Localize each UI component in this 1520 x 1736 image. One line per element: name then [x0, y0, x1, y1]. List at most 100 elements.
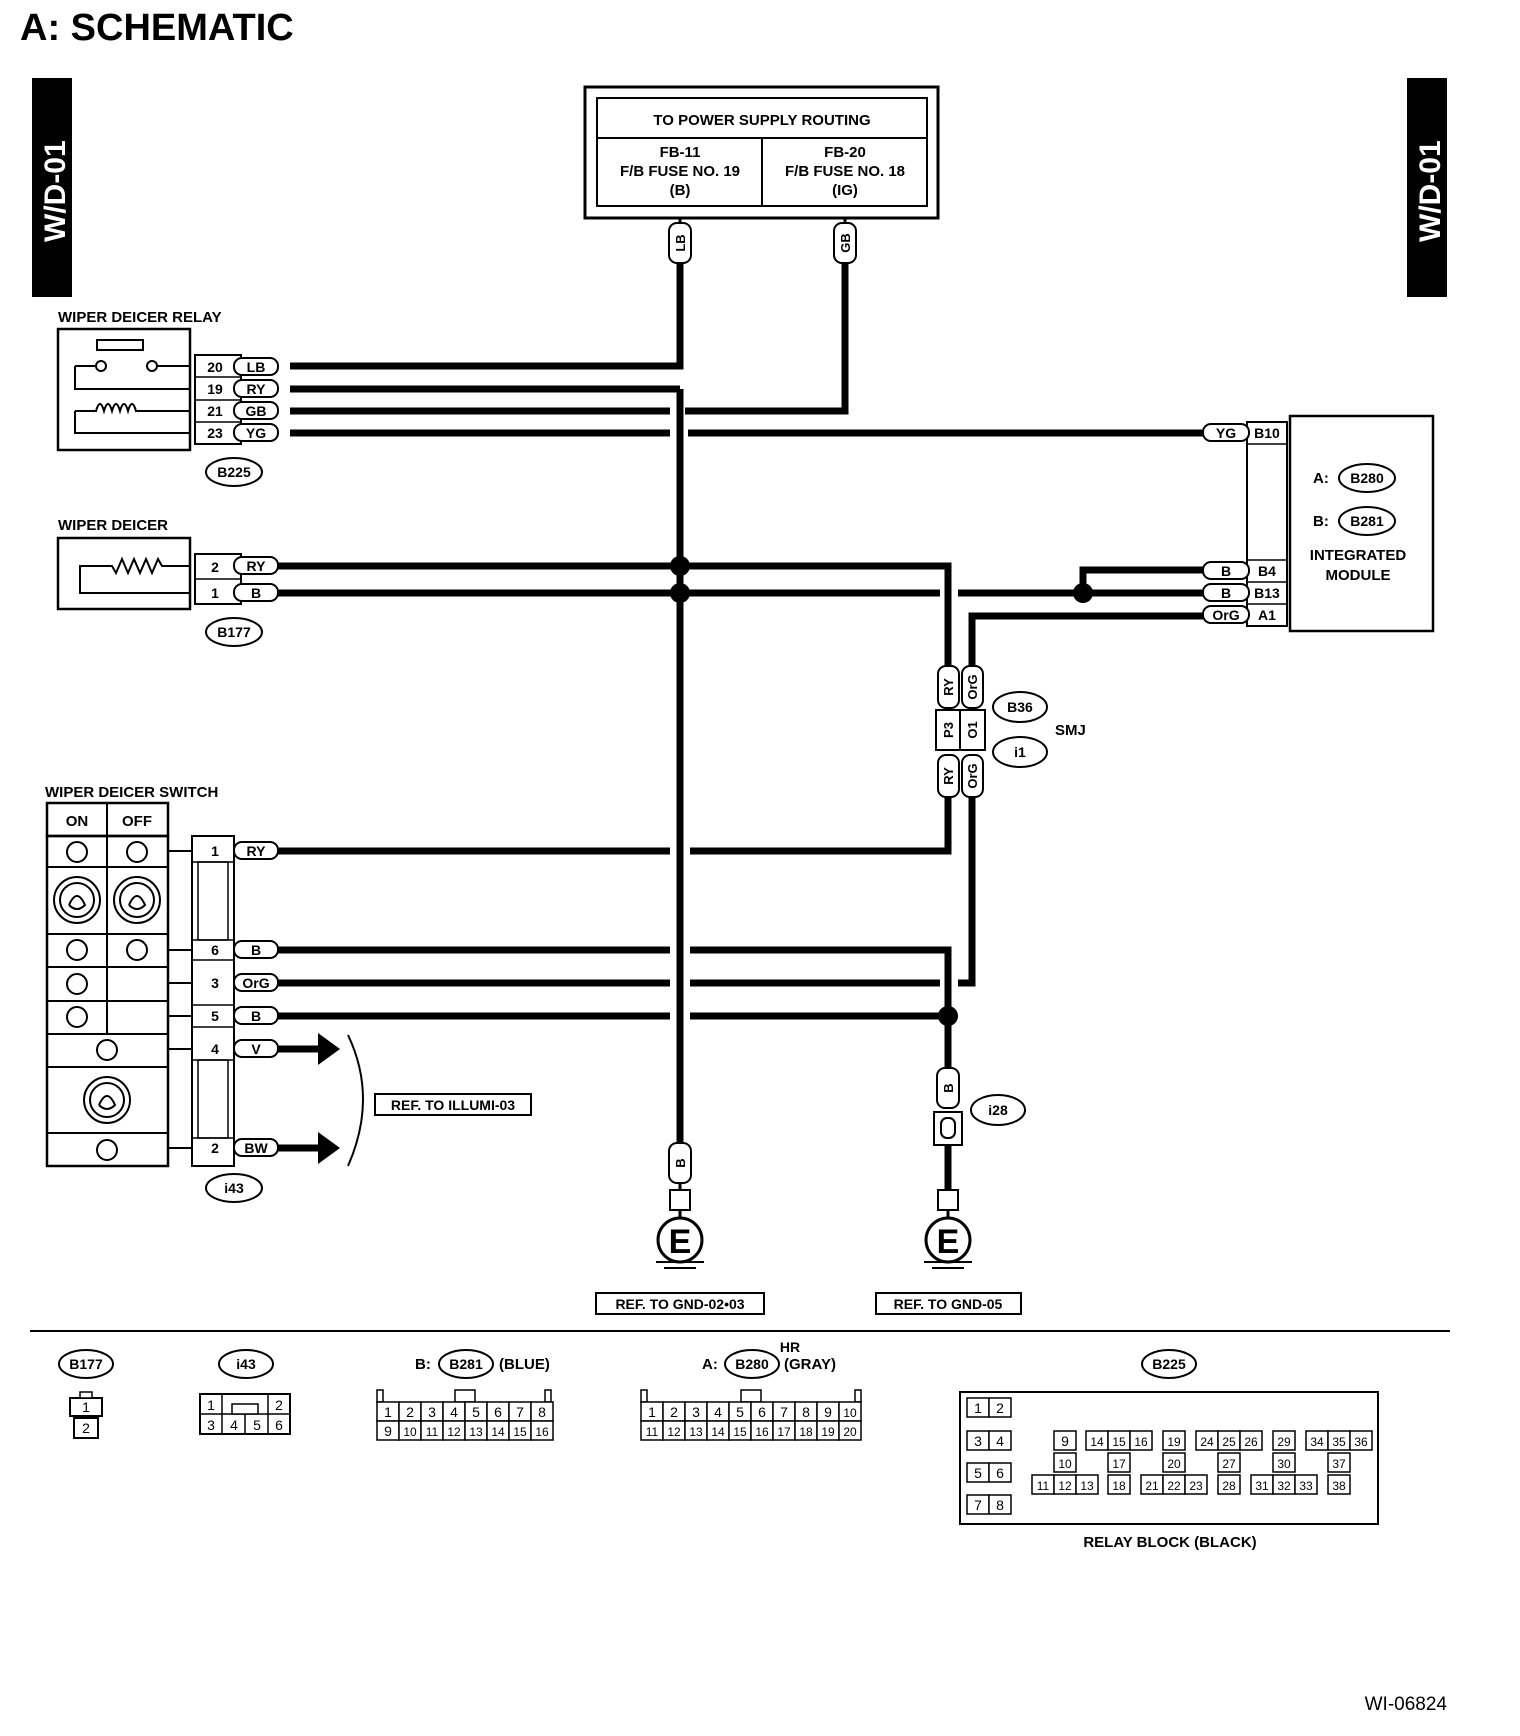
- pin-number: 37: [1332, 1457, 1346, 1471]
- svg-text:A:: A:: [702, 1356, 718, 1373]
- pin-number: 6: [996, 1465, 1004, 1481]
- pin-cell: [1053, 1452, 1077, 1473]
- pin-number: 19: [1167, 1435, 1181, 1449]
- pin-number: 10: [843, 1406, 857, 1420]
- pin-number: 12: [1058, 1479, 1072, 1493]
- wire-tag: YG: [246, 425, 266, 441]
- svg-text:RY: RY: [941, 678, 956, 696]
- smj-label: SMJ: [1055, 722, 1086, 739]
- pin-number: 17: [777, 1425, 791, 1439]
- pin-cell: [838, 1420, 862, 1441]
- svg-text:4: 4: [211, 1041, 219, 1057]
- pin-number: 5: [472, 1404, 480, 1420]
- power-supply-box: TO POWER SUPPLY ROUTING FB-11 F/B FUSE N…: [583, 85, 940, 220]
- junction-dots: [670, 556, 1093, 1026]
- wiper-deicer: WIPER DEICER 2 1 RY B B177: [56, 517, 279, 647]
- ground-ref-label: REF. TO GND-05: [894, 1296, 1003, 1312]
- connector-label: [205, 1173, 263, 1203]
- svg-text:(IG): (IG): [832, 182, 858, 199]
- wire-tag: GB: [838, 233, 853, 253]
- pin-number: 14: [1090, 1435, 1104, 1449]
- pin-number: 7: [516, 1404, 524, 1420]
- integrated-module: B10 B4 B13 A1 YG B B OrG A: B280 B: B281…: [1202, 414, 1435, 633]
- illumi-ref-label: REF. TO ILLUMI-03: [391, 1097, 515, 1113]
- illumi-ref-box: [374, 1093, 532, 1116]
- svg-text:6: 6: [275, 1417, 283, 1433]
- pin-number: 15: [733, 1425, 747, 1439]
- pin-cell: [1217, 1452, 1241, 1473]
- svg-text:B10: B10: [1254, 425, 1280, 441]
- pin-number: 36: [1354, 1435, 1368, 1449]
- svg-text:3: 3: [207, 1417, 215, 1433]
- svg-text:2: 2: [275, 1397, 283, 1413]
- wire-tag: B: [251, 1008, 261, 1024]
- pin-number: 5: [974, 1465, 982, 1481]
- pin-cell: [1272, 1430, 1296, 1451]
- svg-text:B4: B4: [1258, 563, 1276, 579]
- svg-text:E: E: [937, 1223, 960, 1261]
- wire-tag: B: [251, 942, 261, 958]
- pin-number: 16: [755, 1425, 769, 1439]
- wires: [268, 260, 1203, 1152]
- svg-text:3: 3: [211, 975, 219, 991]
- svg-text:F/B FUSE NO. 19: F/B FUSE NO. 19: [620, 163, 740, 180]
- svg-text:B: B: [673, 1158, 688, 1167]
- pin-cell: [1107, 1452, 1131, 1473]
- svg-text:1: 1: [211, 585, 219, 601]
- junction-dot: [1073, 583, 1093, 603]
- switch-title: WIPER DEICER SWITCH: [45, 784, 218, 801]
- pin-number: 4: [714, 1404, 722, 1420]
- wire-tag: OrG: [242, 975, 269, 991]
- pin-number: 2: [670, 1404, 678, 1420]
- pin-number: 18: [1112, 1479, 1126, 1493]
- pin-number: 32: [1277, 1479, 1291, 1493]
- svg-text:B280: B280: [735, 1356, 769, 1372]
- pin-number: 3: [974, 1433, 982, 1449]
- pin-cell: [1272, 1452, 1296, 1473]
- page-title: A: SCHEMATIC: [20, 7, 294, 49]
- pin-cell: [988, 1430, 1012, 1451]
- pin-number: 23: [1189, 1479, 1203, 1493]
- pin-number: 17: [1112, 1457, 1126, 1471]
- svg-text:23: 23: [207, 425, 223, 441]
- svg-text:F/B FUSE NO. 18: F/B FUSE NO. 18: [785, 163, 905, 180]
- svg-text:B:: B:: [415, 1356, 431, 1373]
- pin-number: 35: [1332, 1435, 1346, 1449]
- svg-text:2: 2: [82, 1420, 90, 1436]
- illumi-arrows: [318, 1033, 340, 1164]
- svg-text:W/D-01: W/D-01: [39, 140, 72, 242]
- svg-text:1: 1: [82, 1399, 90, 1415]
- pin-number: 38: [1332, 1479, 1346, 1493]
- wire-tag: B: [1221, 585, 1231, 601]
- pin-number: 14: [491, 1425, 505, 1439]
- wire-tag: RY: [247, 558, 267, 574]
- svg-text:OrG: OrG: [965, 674, 980, 699]
- svg-text:E: E: [669, 1223, 692, 1261]
- pin-number: 9: [1061, 1433, 1069, 1449]
- pin-number: 20: [843, 1425, 857, 1439]
- pin-number: 6: [758, 1404, 766, 1420]
- pin-number: 29: [1277, 1435, 1291, 1449]
- pin-number: 2: [406, 1404, 414, 1420]
- pin-number: 22: [1167, 1479, 1181, 1493]
- svg-text:FB-20: FB-20: [824, 144, 866, 161]
- wire-tag: LB: [247, 359, 266, 375]
- wire-tag: RY: [247, 381, 267, 397]
- svg-text:(BLUE): (BLUE): [499, 1356, 550, 1373]
- pin-number: 27: [1222, 1457, 1236, 1471]
- ground-right: B E i28 REF. TO GND-05: [875, 1067, 1026, 1315]
- pin-number: 5: [736, 1404, 744, 1420]
- pin-number: 15: [513, 1425, 527, 1439]
- svg-text:B36: B36: [1007, 699, 1033, 715]
- junction-dot: [670, 556, 690, 576]
- ground-ref-label: REF. TO GND-02•03: [615, 1296, 744, 1312]
- svg-text:MODULE: MODULE: [1326, 567, 1391, 584]
- junction-dot: [670, 583, 690, 603]
- pin-number: 24: [1200, 1435, 1214, 1449]
- junction-dot: [938, 1006, 958, 1026]
- svg-text:B: B: [941, 1083, 956, 1092]
- svg-text:A1: A1: [1258, 607, 1276, 623]
- ground-left: B E REF. TO GND-02•03: [595, 1142, 765, 1315]
